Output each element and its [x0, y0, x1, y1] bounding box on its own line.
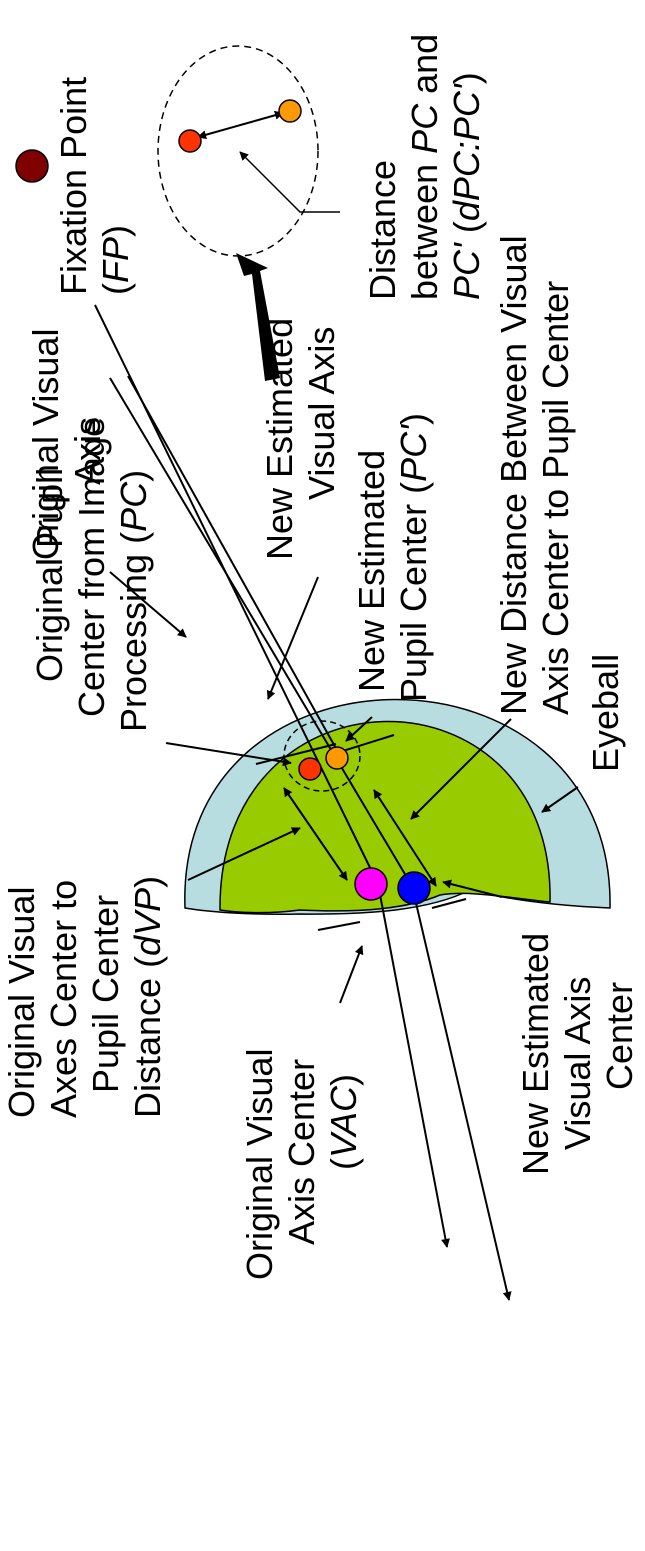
pupil-region-dashed-circle: [283, 720, 361, 792]
zoom-dashed-ellipse: [157, 45, 319, 257]
new-visual-axis-line-inner: [127, 375, 339, 753]
new-axis-extension-arrow: [411, 885, 512, 1301]
label-new-estimated-pupil-center: New Estimated Pupil Center (PC'): [351, 413, 434, 702]
pc-tick-left: [255, 743, 337, 765]
label-distance-pc-pcprime: Distance between PC and PC' (dPC:PC'): [362, 24, 487, 300]
zoom-direction-arrow: [236, 253, 280, 381]
zoom-pc-dot: [178, 129, 202, 153]
vac-tick-left: [317, 921, 361, 931]
label-new-distance: New Distance Between Visual Axis Center …: [493, 225, 576, 715]
pointer-original-visual-axis: [109, 571, 187, 638]
label-fixation-point: Fixation Point (FP): [53, 67, 136, 295]
pointer-original-axes-distance: [187, 827, 301, 881]
label-new-vac: New Estimated Visual Axis Center: [515, 923, 640, 1175]
label-original-visual-axis: Original Visual Axis: [25, 319, 108, 560]
original-pupil-center-dot: [298, 757, 322, 781]
label-original-pupil-center: Original Pupil Center from Image Process…: [29, 407, 154, 732]
fixation-point-dot: [15, 149, 49, 183]
new-visual-axis-center-dot: [397, 871, 431, 905]
dvp-distance-arrow: [283, 787, 348, 881]
zoom-pc-prime-dot: [278, 99, 302, 123]
original-visual-axis-center-dot: [354, 867, 388, 901]
label-new-estimated-visual-axis: New Estimated Visual Axis: [259, 308, 342, 560]
label-original-vac: Original Visual Axis Center (VAC): [239, 1039, 364, 1280]
pointer-new-distance: [410, 718, 512, 820]
pointer-new-vac: [442, 879, 503, 898]
label-original-axes-distance: Original Visual Axes Center to Pupil Cen…: [1, 870, 168, 1118]
pointer-original-pupil-center: [165, 742, 292, 767]
new-pupil-center-dot: [325, 746, 349, 770]
new-distance-arrow: [373, 789, 437, 887]
dpc-arrow: [197, 110, 284, 140]
distance-leader-line: [239, 151, 340, 213]
original-axis-extension-arrow: [377, 883, 450, 1248]
vac-tick-right: [431, 898, 467, 909]
pointer-new-pupil-center: [345, 716, 373, 742]
pointer-new-visual-axis: [266, 576, 319, 700]
label-eyeball: Eyeball: [585, 654, 626, 772]
pointer-eyeball: [541, 786, 579, 813]
pointer-original-vac: [339, 945, 364, 1004]
new-visual-axis-line: [109, 377, 413, 887]
